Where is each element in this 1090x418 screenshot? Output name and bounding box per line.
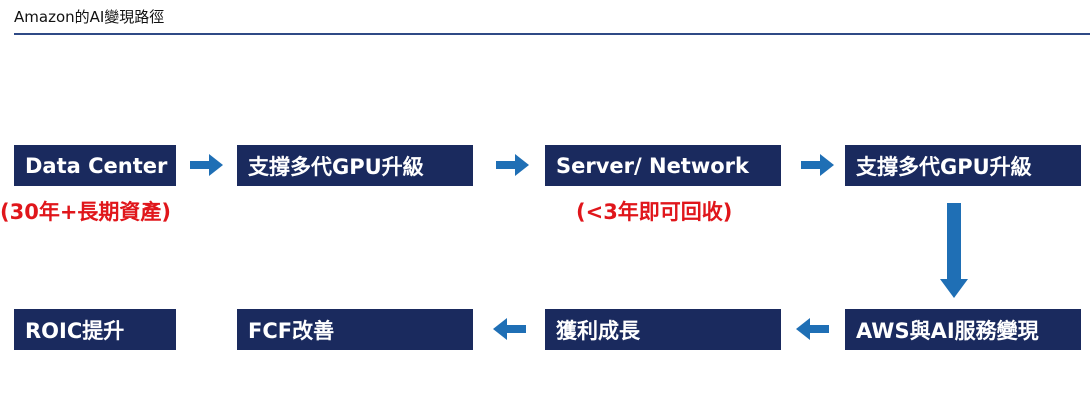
arrow-left-icon [796,318,829,340]
box-profit-growth: 獲利成長 [545,309,781,350]
arrow-left-icon [493,318,526,340]
box-server-network: Server/ Network [545,145,781,186]
page-title: Amazon的AI變現路徑 [14,8,165,26]
arrow-right-icon [801,154,834,176]
box-gpu-upgrade-2: 支撐多代GPU升級 [845,145,1081,186]
title-divider [14,33,1090,35]
box-fcf: FCF改善 [237,309,473,350]
box-gpu-upgrade-1: 支撐多代GPU升級 [237,145,473,186]
box-data-center: Data Center [14,145,176,186]
arrow-down-icon [940,203,968,298]
box-roic: ROIC提升 [14,309,176,350]
note-data-center: (30年+長期資產) [0,200,172,224]
arrow-right-icon [496,154,529,176]
arrow-right-icon [190,154,223,176]
box-aws-ai: AWS與AI服務變現 [845,309,1081,350]
note-server: (<3年即可回收) [576,200,733,224]
